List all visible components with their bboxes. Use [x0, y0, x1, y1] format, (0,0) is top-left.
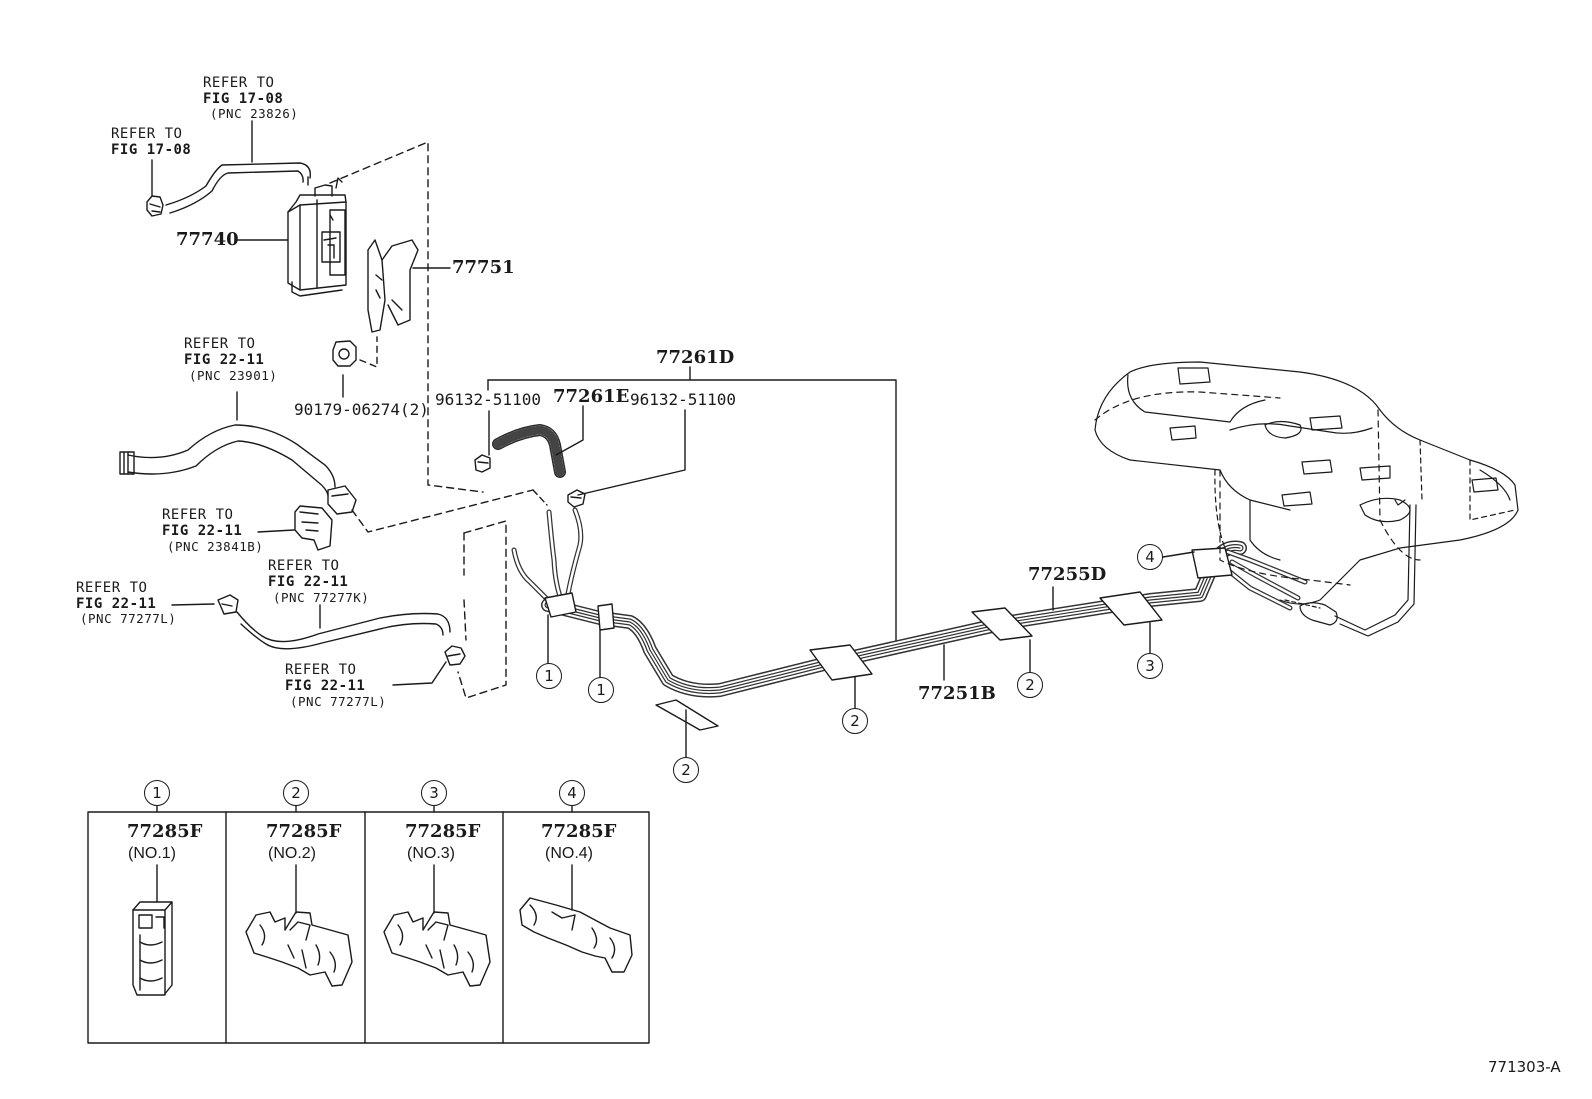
legend-num-4: 4: [559, 780, 585, 806]
ref-c-line1: REFER TO: [184, 336, 256, 352]
part-bracket-label: 77751: [452, 257, 515, 278]
fuel-tank: [1094, 361, 1519, 637]
ref-d-line3: (PNC 23841B): [167, 539, 264, 554]
part-canister-label: 77740: [176, 229, 239, 250]
ref-f-line1: REFER TO: [268, 558, 340, 574]
legend-sub-1: (NO.1): [128, 845, 176, 862]
part-clip-left-label: 96132-51100: [435, 390, 541, 409]
callout-2: 2: [673, 757, 699, 783]
legend-part-3: 77285F: [405, 821, 481, 842]
callout-2: 2: [842, 708, 868, 734]
ref-b-line2: FIG 17-08: [111, 142, 192, 158]
part-tube-rear-label: 77255D: [1028, 564, 1107, 585]
callout-3: 3: [1137, 653, 1163, 679]
callout-2: 2: [1017, 672, 1043, 698]
legend-num-1: 1: [144, 780, 170, 806]
part-tube-assy-label: 77261D: [656, 347, 735, 368]
grommet: [332, 340, 357, 367]
ref-e-line3: (PNC 77277L): [80, 611, 177, 626]
legend-part-2: 77285F: [266, 821, 342, 842]
ref-f-line2: FIG 22-11: [268, 574, 349, 590]
ref-g-line2: FIG 22-11: [285, 678, 366, 694]
callout-1: 1: [536, 663, 562, 689]
ref-a-line3: (PNC 23826): [210, 106, 299, 121]
charcoal-canister: [287, 176, 347, 297]
legend-part-1: 77285F: [127, 821, 203, 842]
tube-clamps: [544, 547, 1233, 731]
ref-g-line1: REFER TO: [285, 662, 357, 678]
fuel-vent-hose: [127, 424, 336, 488]
ref-a-line1: REFER TO: [203, 75, 275, 91]
hose-clamp: [146, 195, 164, 217]
clamp-legend-table: [87, 805, 650, 1044]
vacuum-hose: [236, 611, 451, 643]
part-hose-label: 77261E: [553, 386, 630, 407]
legend-part-4: 77285F: [541, 821, 617, 842]
ref-d-line2: FIG 22-11: [162, 523, 243, 539]
ref-c-line3: (PNC 23901): [189, 368, 278, 383]
ref-e-line2: FIG 22-11: [76, 596, 157, 612]
callout-4: 4: [1137, 544, 1163, 570]
ref-a-line2: FIG 17-08: [203, 91, 284, 107]
ref-b-line1: REFER TO: [111, 126, 183, 142]
ref-f-line3: (PNC 77277K): [273, 590, 370, 605]
legend-sub-3: (NO.3): [407, 845, 455, 862]
hose-clip: [444, 645, 466, 666]
callout-1: 1: [588, 677, 614, 703]
ref-d-line1: REFER TO: [162, 507, 234, 523]
canister-bracket: [367, 239, 419, 333]
vapor-hose: [165, 162, 311, 206]
fuel-tube-bundle: [511, 507, 1308, 698]
retainer-clip: [294, 505, 333, 551]
legend-num-2: 2: [283, 780, 309, 806]
legend-sub-2: (NO.2): [268, 845, 316, 862]
legend-num-3: 3: [421, 780, 447, 806]
ref-c-line2: FIG 22-11: [184, 352, 265, 368]
part-tube-main-label: 77251B: [918, 683, 996, 704]
ref-g-line3: (PNC 77277L): [290, 694, 387, 709]
part-clip-right-label: 96132-51100: [630, 390, 736, 409]
ref-e-line1: REFER TO: [76, 580, 148, 596]
part-grommet-label: 90179-06274(2): [294, 400, 429, 419]
figure-code: 771303-A: [1488, 1058, 1561, 1076]
legend-sub-4: (NO.4): [545, 845, 593, 862]
